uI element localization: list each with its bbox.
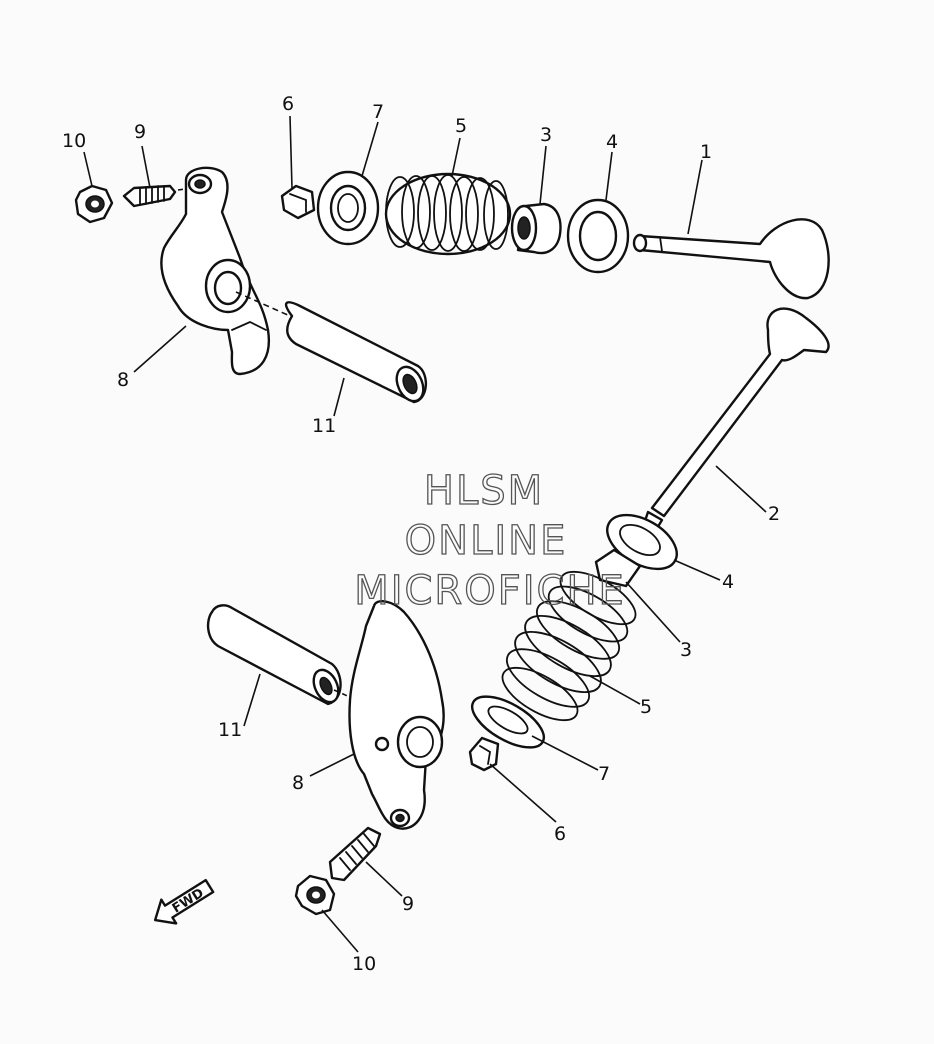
- watermark: HLSM ONLINE MICROFICHE: [354, 467, 626, 614]
- cotter-6-bottom: [468, 736, 500, 772]
- valve-spring-5-bottom: [501, 570, 637, 722]
- callout-adjuster-9-bottom: 9: [402, 893, 414, 915]
- cotter-6-top: [280, 184, 316, 220]
- adjuster-screw-9-top: [122, 184, 193, 208]
- callout-seat-7-bottom: 7: [598, 763, 610, 785]
- spring-seat-7-top: [316, 170, 380, 246]
- callout-spring-5-bottom: 5: [640, 696, 652, 718]
- callout-rocker-8-top: 8: [117, 369, 129, 391]
- spring-seat-4-top: [566, 198, 630, 274]
- callout-shaft-11-bottom: 11: [218, 719, 242, 741]
- callout-seat-4-bottom: 4: [722, 571, 734, 593]
- valve-1-top: [632, 218, 830, 300]
- rocker-shaft-11-bottom: [206, 604, 353, 706]
- watermark-line-2: ONLINE: [405, 518, 568, 564]
- callout-valve-2-bottom: 2: [768, 503, 780, 525]
- callout-nut-10-top: 10: [62, 130, 86, 152]
- retainer-3-top: [510, 202, 562, 255]
- rocker-shaft-11-top: [284, 301, 427, 404]
- nut-10-top: [74, 184, 114, 224]
- leader-lines: [83, 115, 767, 953]
- retainer-3-bottom: [594, 548, 642, 588]
- callout-seat-4-top: 4: [606, 131, 618, 153]
- valve-2-bottom: [642, 307, 830, 532]
- callout-seat-7-top: 7: [372, 101, 384, 123]
- callout-valve-1-top: 1: [700, 141, 712, 163]
- callouts-bottom: 2 4 3 5 7 6 11 8 9 10: [218, 503, 780, 975]
- nut-10-bottom: [294, 874, 336, 916]
- rocker-arm-8-bottom: [348, 600, 445, 830]
- callout-adjuster-9-top: 9: [134, 121, 146, 143]
- callout-retainer-3-top: 3: [540, 124, 552, 146]
- callout-rocker-8-bottom: 8: [292, 772, 304, 794]
- callout-cotter-6-bottom: 6: [554, 823, 566, 845]
- rocker-arm-8-top: [160, 166, 291, 376]
- fwd-arrow-icon: FWD: [153, 878, 215, 925]
- valve-spring-5-top: [384, 172, 512, 256]
- callout-shaft-11-top: 11: [312, 415, 336, 437]
- callout-cotter-6-top: 6: [282, 93, 294, 115]
- watermark-line-3: MICROFICHE: [354, 568, 626, 614]
- adjuster-screw-9-bottom: [328, 826, 382, 882]
- callout-retainer-3-bottom: 3: [680, 639, 692, 661]
- watermark-line-1: HLSM: [424, 468, 544, 514]
- callout-spring-5-top: 5: [455, 115, 467, 137]
- callout-nut-10-bottom: 10: [352, 953, 376, 975]
- callouts-top: 10 9 6 7 5 3 4 1 8 11: [62, 93, 712, 437]
